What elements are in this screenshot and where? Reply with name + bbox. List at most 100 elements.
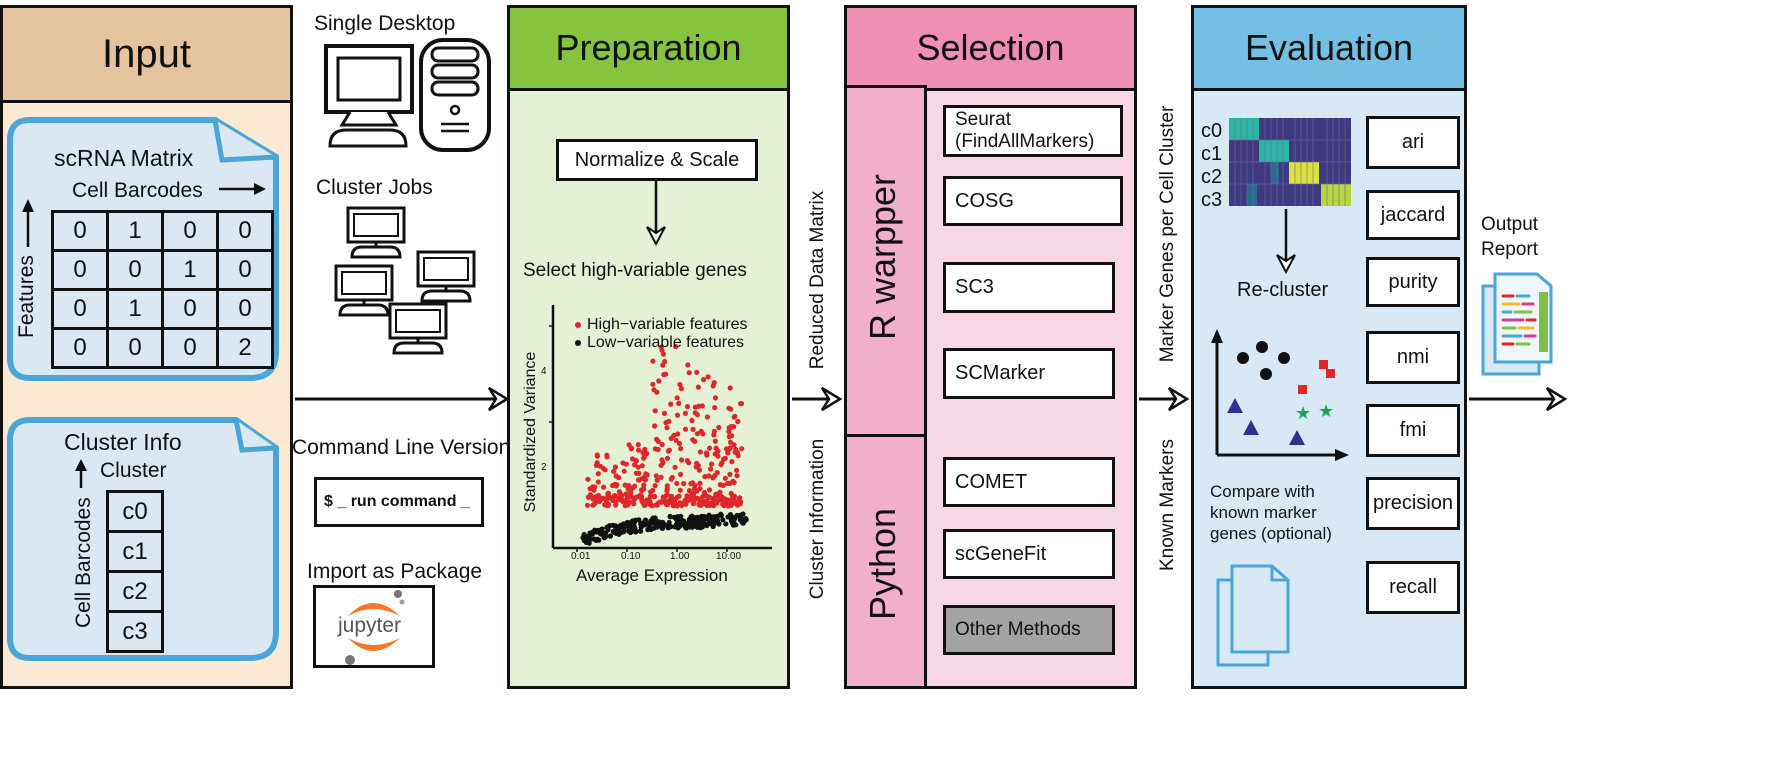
heatmap-row-label: c1 — [1201, 143, 1223, 165]
matrix-cell: 0 — [51, 327, 109, 369]
high-variable-point — [632, 483, 638, 489]
high-variable-point — [670, 502, 677, 508]
evaluation-title: Evaluation — [1244, 27, 1414, 68]
y-tick-label: 4 — [541, 366, 547, 377]
low-variable-point — [701, 513, 707, 520]
low-variable-point — [642, 517, 649, 523]
low-variable-point — [613, 526, 619, 532]
high-variable-point — [648, 489, 654, 495]
high-variable-point — [674, 395, 680, 401]
high-variable-point — [604, 454, 610, 460]
high-variable-point — [694, 412, 700, 418]
arrow-to-recluster — [1276, 209, 1296, 275]
cluster-computers-icon — [334, 206, 476, 355]
high-variable-point — [649, 503, 655, 509]
recluster-label: Re-cluster — [1237, 279, 1329, 301]
high-variable-point — [713, 445, 719, 451]
matrix-cell: 1 — [161, 249, 219, 291]
low-variable-point — [718, 511, 724, 517]
high-variable-point — [667, 496, 673, 502]
high-variable-point — [691, 486, 698, 492]
high-variable-point — [706, 473, 712, 479]
high-variable-point — [624, 494, 630, 500]
heatmap-row-label: c0 — [1201, 120, 1223, 142]
high-variable-point — [679, 457, 685, 463]
high-variable-point — [636, 447, 642, 453]
high-variable-point — [712, 473, 718, 479]
low-variable-point — [691, 518, 697, 524]
documents-icon — [1216, 564, 1290, 667]
python-section: Python — [844, 434, 927, 689]
reduced-data-matrix-label: Reduced Data Matrix — [807, 190, 828, 370]
high-variable-point — [694, 431, 700, 437]
high-variable-point — [699, 403, 705, 409]
high-variable-point — [688, 481, 694, 487]
high-variable-point — [717, 489, 723, 495]
high-variable-point — [654, 477, 660, 483]
high-variable-point — [712, 405, 718, 411]
high-variable-point — [633, 470, 639, 476]
high-variable-point — [652, 408, 658, 414]
low-variable-point — [715, 518, 721, 524]
high-variable-point — [659, 442, 665, 448]
recluster-plot: ★ ★ — [1211, 329, 1349, 461]
r-wrapper-section: R warpper — [844, 85, 927, 437]
high-variable-point — [595, 497, 601, 503]
high-variable-point — [683, 497, 689, 503]
high-variable-point — [716, 424, 722, 431]
high-variable-point — [663, 493, 669, 499]
high-variable-point — [652, 423, 658, 429]
low-variable-point — [583, 539, 589, 545]
high-variable-point — [735, 418, 741, 425]
high-variable-point — [590, 502, 596, 508]
matrix-cell: 0 — [106, 327, 164, 369]
high-variable-point — [650, 381, 656, 387]
heatmap-row-label: c2 — [1201, 166, 1223, 188]
high-variable-point — [631, 501, 637, 507]
low-variable-point — [734, 512, 740, 519]
high-variable-point — [700, 431, 706, 437]
low-variable-point — [683, 525, 689, 531]
input-title: Input — [102, 31, 191, 76]
high-variable-point — [677, 487, 683, 493]
low-variable-point — [737, 517, 743, 523]
high-variable-point — [671, 432, 677, 438]
high-variable-point — [595, 479, 601, 485]
arrow-to-selection — [792, 386, 843, 412]
low-variable-point — [633, 517, 639, 523]
cluster-table: c0 c1 c2 c3 — [106, 490, 164, 653]
low-variable-point — [591, 536, 597, 542]
high-variable-point — [639, 463, 645, 469]
high-variable-point — [585, 476, 591, 482]
low-variable-point — [678, 513, 684, 519]
method-scmarker: SCMarker — [943, 348, 1115, 399]
high-variable-point — [696, 467, 702, 473]
normalize-label: Normalize & Scale — [574, 148, 740, 171]
high-variable-point — [686, 460, 692, 466]
method-comet: COMET — [943, 457, 1115, 507]
high-variable-point — [658, 344, 664, 350]
high-variable-point — [737, 495, 743, 501]
low-variable-point — [729, 514, 735, 520]
high-variable-point — [664, 455, 671, 461]
low-variable-point — [688, 514, 694, 520]
low-variable-point — [637, 528, 643, 534]
x-tick-label: 10.00 — [716, 551, 742, 562]
high-variable-point — [683, 501, 689, 507]
arrow-normalize-to-select — [646, 181, 666, 247]
high-variable-point — [652, 483, 658, 489]
metric-label: jaccard — [1380, 203, 1446, 226]
high-variable-point — [737, 501, 743, 507]
high-variable-point — [678, 471, 684, 477]
low-variable-point — [630, 527, 636, 533]
high-variable-point — [638, 487, 645, 493]
high-variable-point — [616, 495, 622, 501]
matrix-cell: 0 — [51, 249, 109, 291]
high-variable-point — [686, 370, 692, 376]
high-variable-point — [682, 426, 689, 432]
high-variable-point — [684, 493, 690, 499]
high-variable-point — [731, 493, 738, 499]
metric-ari: ari — [1366, 116, 1460, 169]
high-variable-point — [625, 486, 631, 492]
low-variable-point — [743, 516, 749, 522]
